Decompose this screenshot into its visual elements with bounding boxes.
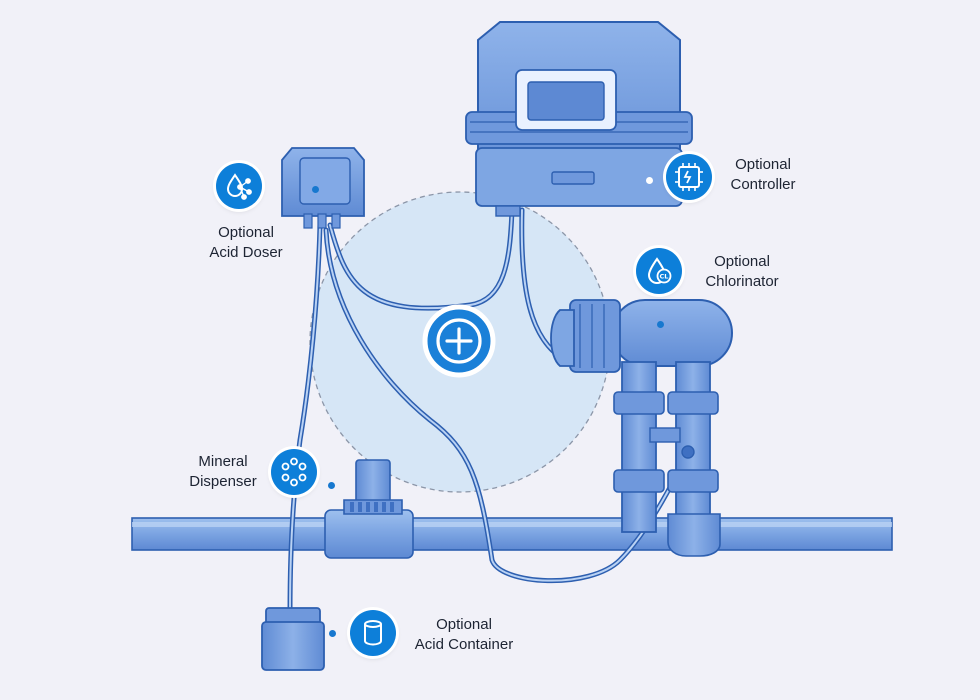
chlorinator-badge[interactable]: CL xyxy=(636,248,682,294)
controller-badge[interactable] xyxy=(666,154,712,200)
acid-container-unit xyxy=(261,607,325,671)
main-pipe xyxy=(131,509,893,559)
chlorinator-unit xyxy=(550,299,733,373)
acid-container-dot xyxy=(329,630,336,637)
mineral-dispenser-badge[interactable] xyxy=(271,449,317,495)
mineral-dispenser-label: Mineral Dispenser xyxy=(189,453,257,490)
acid-doser-unit xyxy=(281,147,365,229)
chlorinator-label: Optional Chlorinator xyxy=(705,253,779,290)
chlorinator-risers xyxy=(613,361,721,557)
controller-label: Optional Controller xyxy=(730,156,796,193)
mineral-dispenser-unit xyxy=(343,459,403,515)
circuit-board-icon xyxy=(675,163,703,191)
acid-doser-label: Optional Acid Doser xyxy=(209,224,283,261)
plus-circle-icon[interactable] xyxy=(422,304,496,378)
svg-text:CL: CL xyxy=(660,273,669,281)
acid-container-label: Optional Acid Container xyxy=(414,616,514,653)
acid-doser-dot xyxy=(312,186,319,193)
acid-doser-badge[interactable] xyxy=(216,163,262,209)
container-icon xyxy=(364,620,382,646)
molecule-drop-icon xyxy=(226,173,252,200)
chlorinator-dot xyxy=(657,321,664,328)
mineral-ring-icon xyxy=(281,457,307,487)
controller-dot xyxy=(646,177,653,184)
mineral-dispenser-dot xyxy=(328,482,335,489)
controller-unit xyxy=(465,21,693,217)
chlorine-drop-icon: CL xyxy=(647,257,672,284)
acid-container-badge[interactable] xyxy=(350,610,396,656)
